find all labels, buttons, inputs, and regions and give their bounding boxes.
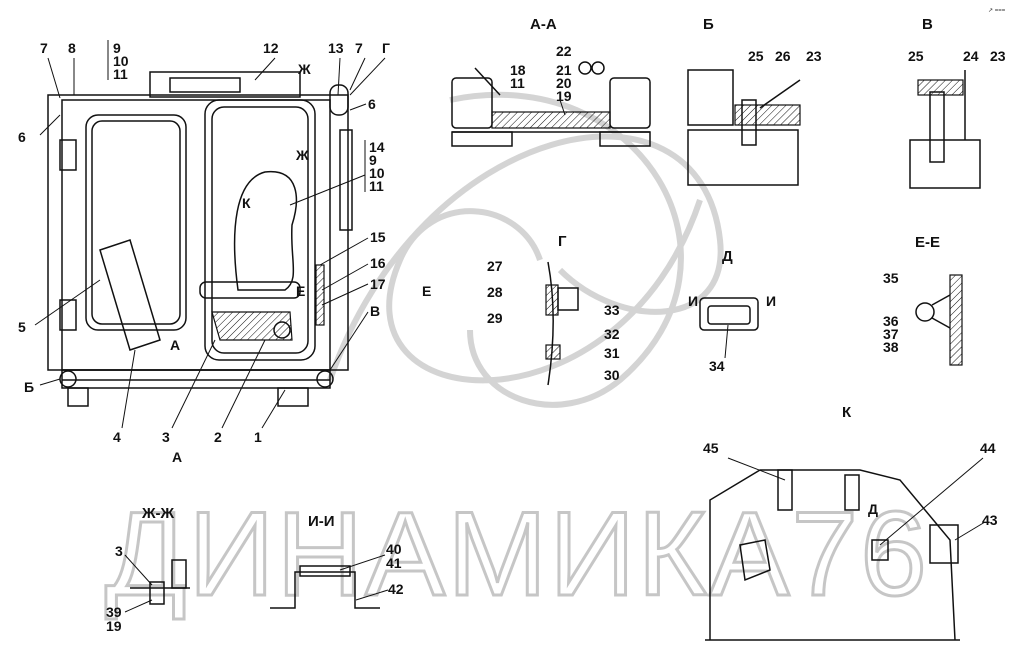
callout-44: 44	[980, 440, 996, 456]
section-marker-i: И	[688, 293, 698, 309]
section-b-title: Б	[703, 16, 714, 33]
view-marker-d: Д	[868, 501, 878, 517]
callout-43: 43	[982, 512, 998, 528]
callout-17: 17	[370, 276, 386, 292]
callout-19: 19	[556, 88, 572, 104]
callout-33: 33	[604, 302, 620, 318]
cab-side-view	[34, 40, 386, 429]
callout-3: 3	[162, 429, 170, 445]
section-ee-title: Е-Е	[915, 234, 940, 251]
corner-mark: ↗ ===	[988, 8, 1006, 14]
callout-9: 9	[369, 152, 377, 168]
callout-1: 1	[254, 429, 262, 445]
callout-42: 42	[388, 581, 404, 597]
section-zhzh-title: Ж-Ж	[141, 505, 175, 522]
callout-45: 45	[703, 440, 719, 456]
view-d-drawing	[699, 297, 759, 359]
callout-31: 31	[604, 345, 620, 361]
callout-24: 24	[963, 48, 979, 64]
section-ii-drawing	[270, 554, 389, 609]
section-marker-e: Е	[296, 283, 305, 299]
callout-27: 27	[487, 258, 503, 274]
callout-B: Б	[24, 379, 34, 395]
callout-35: 35	[883, 270, 899, 286]
callout-10: 10	[113, 53, 129, 69]
callout-41: 41	[386, 555, 402, 571]
callout-11: 11	[369, 178, 384, 194]
callout-7: 7	[40, 40, 48, 56]
callout-30: 30	[604, 367, 620, 383]
callout-10: 10	[369, 165, 385, 181]
callout-9: 9	[113, 40, 121, 56]
section-g-title: Г	[558, 233, 567, 250]
callout-40: 40	[386, 541, 402, 557]
callout-8: 8	[68, 40, 76, 56]
watermark-text: ДИНАМИКА76	[105, 487, 929, 621]
callout-13: 13	[328, 40, 344, 56]
watermark-logo	[327, 91, 724, 408]
callout-V: В	[370, 303, 380, 319]
callout-34: 34	[709, 358, 725, 374]
section-zhzh-drawing	[124, 554, 190, 613]
callout-20: 20	[556, 75, 572, 91]
callout-32: 32	[604, 326, 620, 342]
section-aa-drawing	[451, 61, 651, 147]
callout-25: 25	[748, 48, 764, 64]
callout-23: 23	[806, 48, 822, 64]
callout-6: 6	[18, 129, 26, 145]
callout-G: Г	[382, 40, 390, 56]
callout-38: 38	[883, 339, 899, 355]
callout-19: 19	[106, 618, 122, 634]
section-ii-title: И-И	[308, 513, 335, 530]
section-marker-a: А	[170, 337, 180, 353]
view-k-drawing	[705, 457, 986, 641]
view-k-title: К	[842, 404, 852, 421]
section-v-drawing	[909, 70, 981, 189]
callout-14: 14	[369, 139, 385, 155]
callout-21: 21	[556, 62, 572, 78]
callout-3: 3	[115, 543, 123, 559]
callout-37: 37	[883, 326, 899, 342]
view-marker-zh: Ж	[295, 147, 309, 163]
view-marker-zh: Ж	[297, 61, 311, 77]
section-marker-a: А	[172, 449, 182, 465]
section-aa-title: А-А	[530, 16, 557, 33]
section-marker-e: Е	[422, 283, 431, 299]
callout-25: 25	[908, 48, 924, 64]
callout-2: 2	[214, 429, 222, 445]
section-b-drawing	[687, 69, 801, 186]
section-marker-i: И	[766, 293, 776, 309]
callout-26: 26	[775, 48, 791, 64]
view-d-title: Д	[722, 248, 733, 265]
callout-15: 15	[370, 229, 386, 245]
callout-28: 28	[487, 284, 503, 300]
callout-22: 22	[556, 43, 572, 59]
callout-11: 11	[510, 75, 525, 91]
callout-7: 7	[355, 40, 363, 56]
callout-23: 23	[990, 48, 1006, 64]
callout-6: 6	[368, 96, 376, 112]
callout-11: 11	[113, 66, 128, 82]
callout-36: 36	[883, 313, 899, 329]
section-ee-drawing	[915, 274, 963, 366]
callout-29: 29	[487, 310, 503, 326]
callout-18: 18	[510, 62, 526, 78]
callout-16: 16	[370, 255, 386, 271]
view-marker-k: К	[242, 195, 251, 211]
callout-5: 5	[18, 319, 26, 335]
callout-4: 4	[113, 429, 121, 445]
callout-12: 12	[263, 40, 279, 56]
callout-39: 39	[106, 604, 122, 620]
section-v-title: В	[922, 16, 933, 33]
section-g-drawing	[545, 261, 579, 386]
